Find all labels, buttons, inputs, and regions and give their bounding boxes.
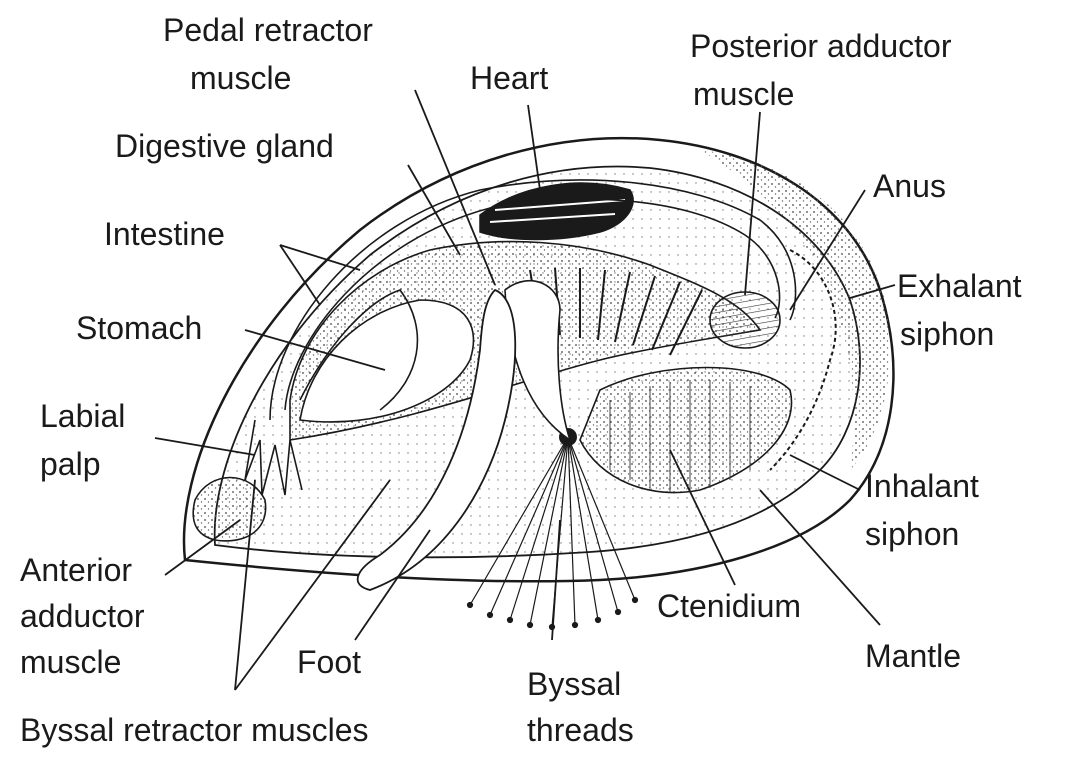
label-ctenidium: Ctenidium	[657, 588, 801, 624]
label-byssal-threads-1: Byssal	[527, 666, 621, 702]
label-anterior-adductor-3: muscle	[20, 644, 121, 680]
label-anterior-adductor-1: Anterior	[20, 552, 132, 588]
posterior-adductor-shape	[710, 292, 780, 348]
label-labial-palp-1: Labial	[40, 398, 125, 434]
label-anterior-adductor-2: adductor	[20, 598, 145, 634]
label-digestive-gland: Digestive gland	[115, 128, 334, 164]
label-inhalant-1: Inhalant	[865, 468, 979, 504]
label-exhalant-1: Exhalant	[897, 268, 1022, 304]
label-posterior-adductor-1: Posterior adductor	[690, 28, 951, 64]
label-foot: Foot	[297, 644, 361, 680]
label-intestine: Intestine	[104, 216, 225, 252]
label-heart: Heart	[470, 60, 548, 96]
label-stomach: Stomach	[76, 310, 202, 346]
label-byssal-retractor: Byssal retractor muscles	[20, 712, 369, 748]
label-anus: Anus	[873, 168, 946, 204]
label-mantle: Mantle	[865, 638, 961, 674]
label-posterior-adductor-2: muscle	[693, 76, 794, 112]
label-exhalant-2: siphon	[900, 316, 994, 352]
label-inhalant-2: siphon	[865, 516, 959, 552]
label-byssal-threads-2: threads	[527, 712, 634, 748]
label-labial-palp-2: palp	[40, 446, 101, 482]
label-pedal-retractor-2: muscle	[190, 60, 291, 96]
label-pedal-retractor-1: Pedal retractor	[163, 12, 373, 48]
